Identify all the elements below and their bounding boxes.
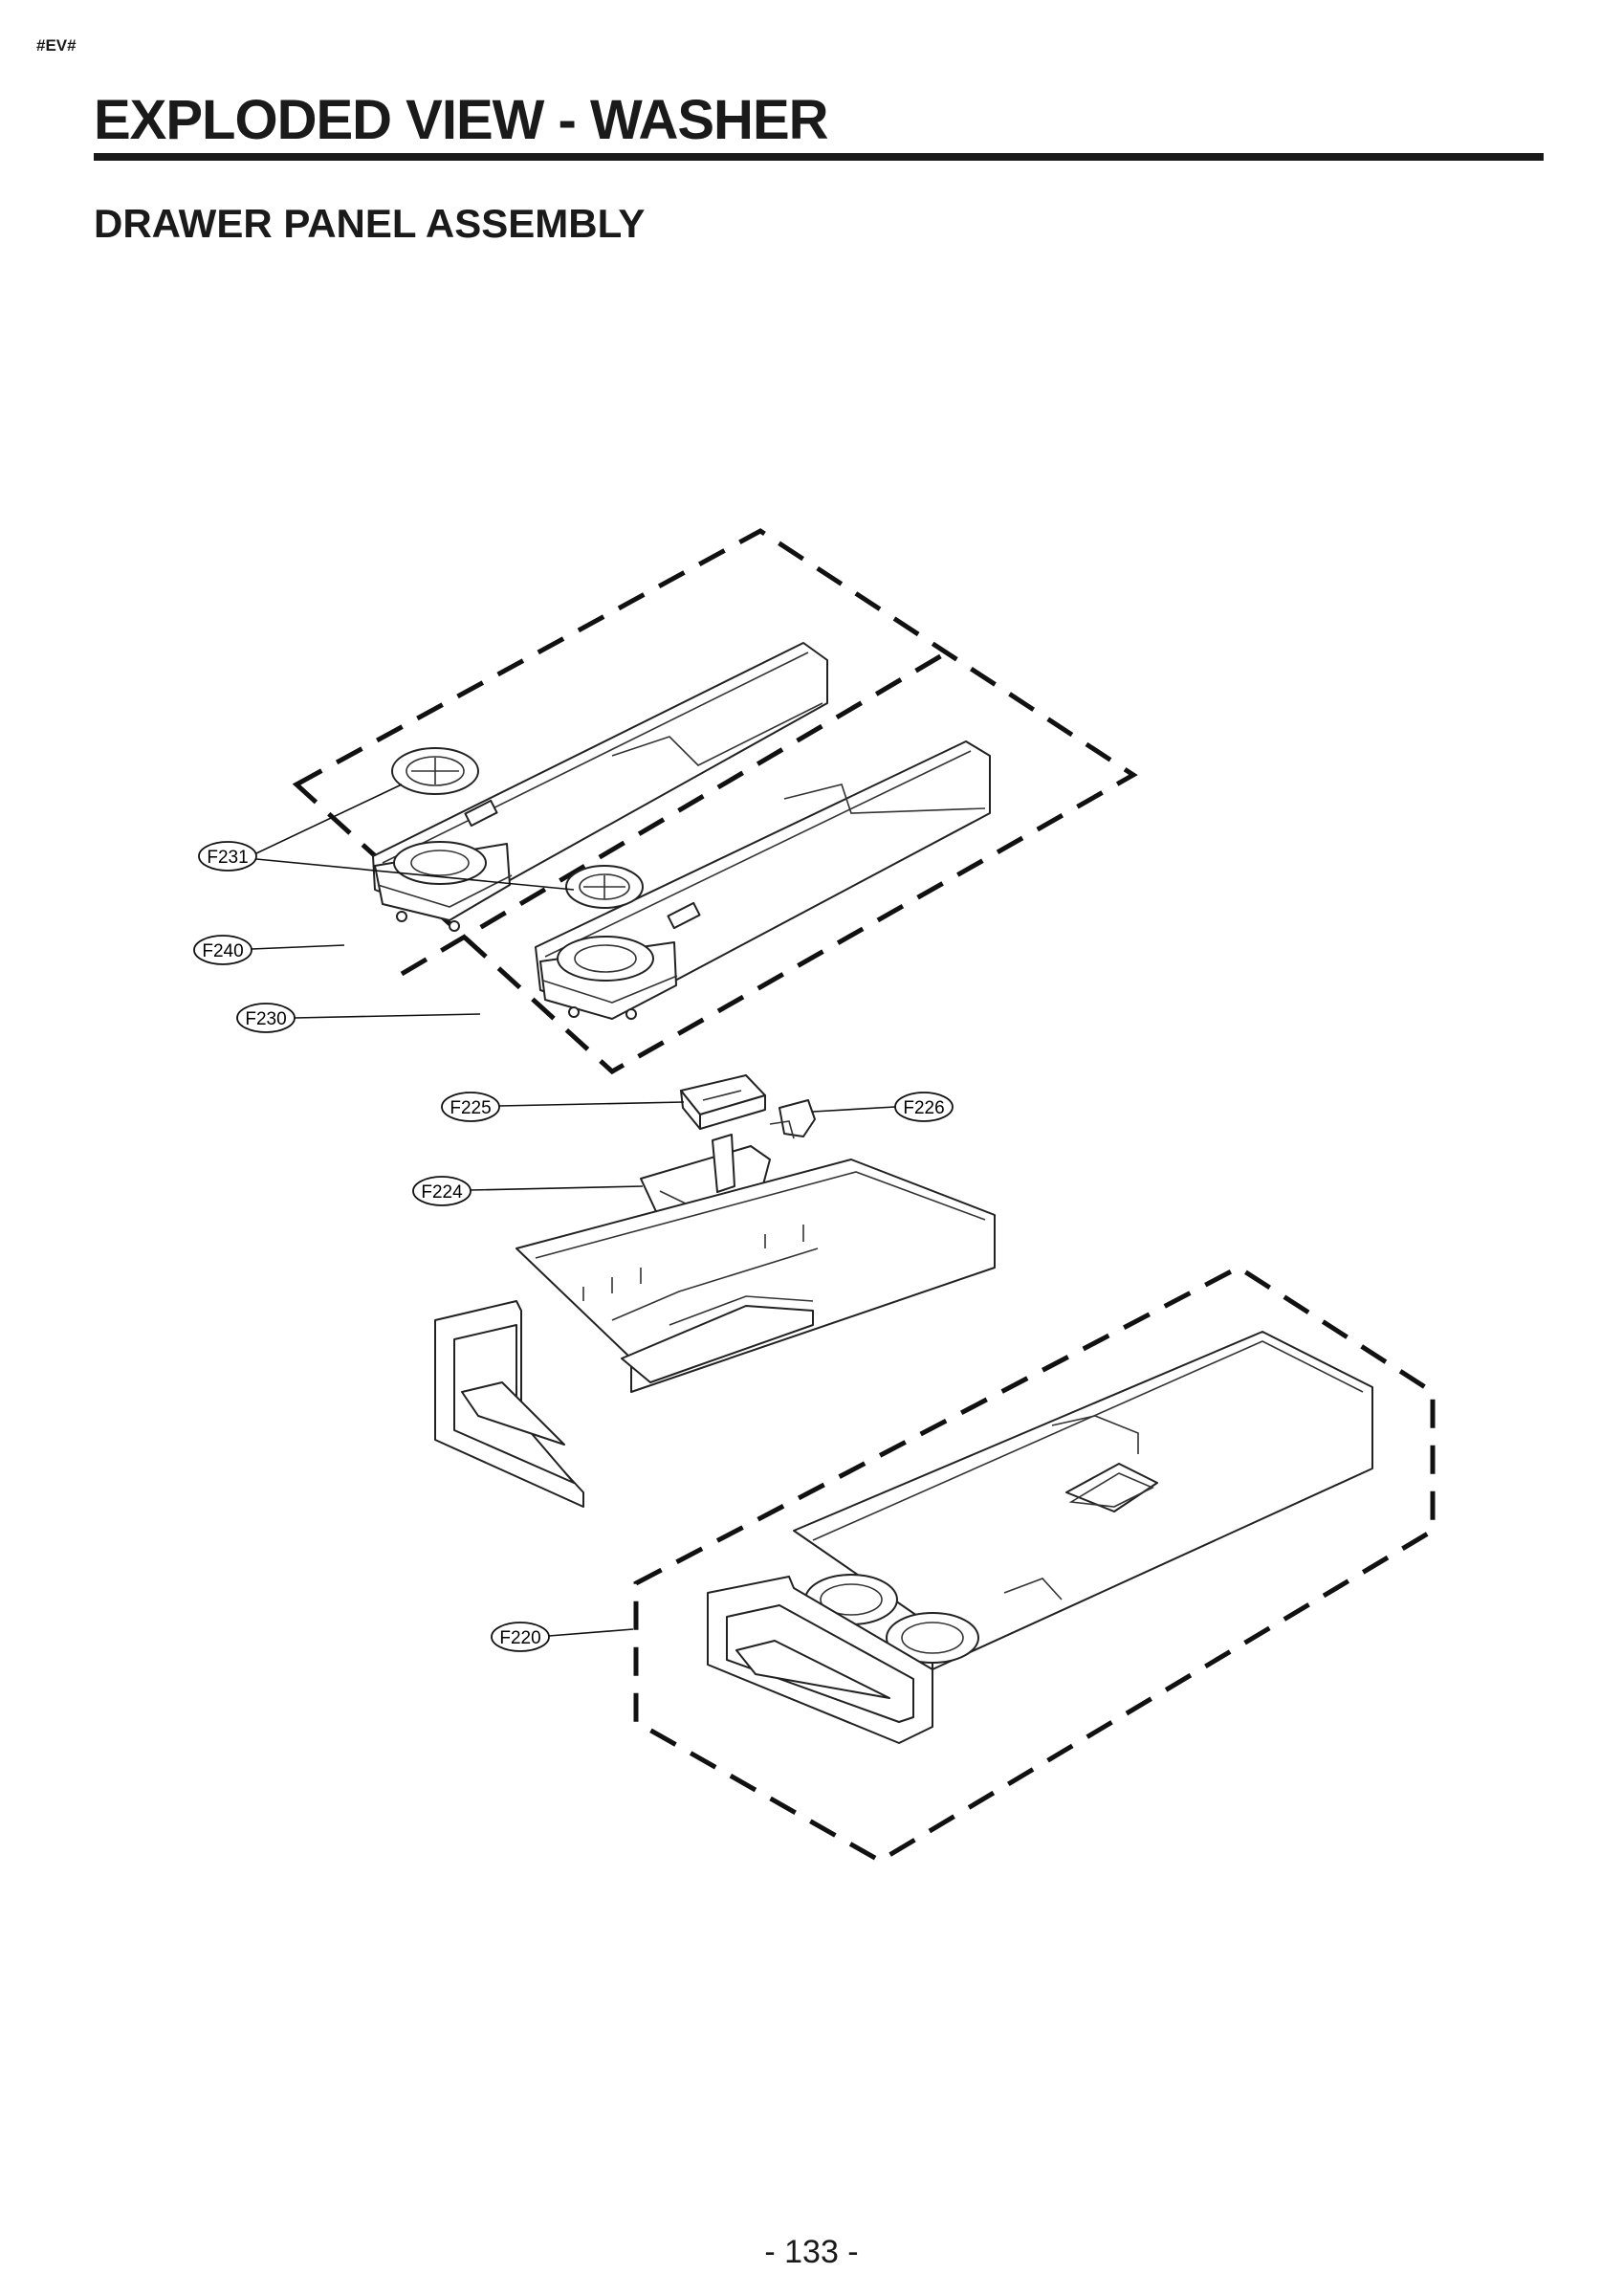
title-rule [94,153,1544,161]
callout-label-f225: F225 [450,1098,491,1118]
callout-f226: F226 [812,1092,954,1122]
callout-label-f226: F226 [903,1098,944,1118]
dashed-boundary-f240 [400,652,944,977]
detergent-cover-right [535,740,991,1020]
drawer-body [434,1159,996,1508]
siphon-cap-left [391,747,479,795]
callout-label-f240: F240 [202,941,243,961]
clip-f226 [769,1099,816,1139]
section-subtitle: DRAWER PANEL ASSEMBLY [94,201,646,246]
page-title: EXPLODED VIEW - WASHER [94,89,829,151]
siphon-cap-right [565,865,644,909]
lower-assembly-group [633,1265,1436,1864]
callout-f240: F240 [193,935,345,965]
detergent-cover-left [372,642,828,932]
small-lid-f225 [680,1074,766,1130]
callout-label-f220: F220 [499,1628,540,1648]
callout-f225: F225 [441,1092,685,1122]
callout-label-f231: F231 [207,848,248,868]
callout-f231: F231 [198,784,575,891]
page-number: - 133 - [764,2234,859,2270]
drawer-panel-assembly [707,1331,1373,1744]
callout-label-f230: F230 [245,1009,286,1029]
drawer-body-group [434,1074,996,1508]
dashed-boundary-f230 [292,528,1138,1075]
document-tag: #EV# [36,36,77,55]
upper-assembly-group [292,528,1138,1075]
callout-f224: F224 [412,1176,644,1206]
callout-f220: F220 [491,1622,634,1652]
callout-label-f224: F224 [421,1182,463,1203]
callout-f230: F230 [236,1003,481,1033]
